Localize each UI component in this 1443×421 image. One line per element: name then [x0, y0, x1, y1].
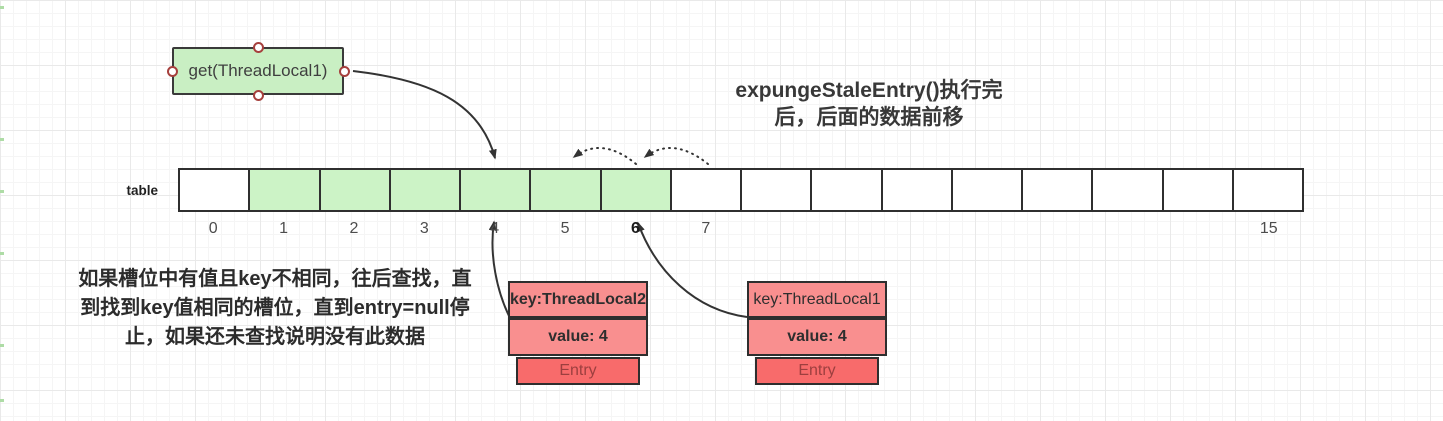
slot-index-label-12 [1023, 218, 1093, 240]
canvas-edge-tick-2 [0, 190, 4, 193]
table-slot-9[interactable] [812, 170, 883, 210]
slot-index-label-5: 5 [560, 220, 570, 237]
table-slot-2[interactable] [320, 170, 391, 210]
entry2-type-cell[interactable]: Entry [755, 357, 879, 385]
entry1-value-cell[interactable]: value: 4 [508, 318, 648, 356]
slot-index-label-3: 3 [419, 220, 429, 237]
arrow-entry2-to-slot6 [637, 221, 748, 318]
canvas-edge-tick-4 [0, 344, 4, 347]
hash-table [178, 168, 1304, 212]
connection-handle-top[interactable] [252, 41, 264, 53]
table-slot-7[interactable] [671, 170, 742, 210]
slot-index-label-9 [811, 218, 881, 240]
table-slot-3[interactable] [390, 170, 461, 210]
arrow-entry1-to-slot4 [488, 220, 511, 319]
get-threadlocal-label: get(ThreadLocal1) [188, 61, 328, 80]
table-slot-5[interactable] [531, 170, 602, 210]
table-slot-12[interactable] [1023, 170, 1094, 210]
arrow-shift-slot6-to-slot5 [572, 147, 637, 165]
note-line2: 到找到key值相同的槽位，直到entry=null停 [80, 297, 470, 319]
table-slot-13[interactable] [1093, 170, 1164, 210]
slot-index-label-4: 4 [490, 220, 500, 237]
get-threadlocal-node[interactable]: get(ThreadLocal1) [172, 47, 344, 95]
note-line1: 如果槽位中有值且key不相同，往后查找，直 [78, 268, 472, 290]
table-slot-1[interactable] [250, 170, 321, 210]
entry2-value-cell[interactable]: value: 4 [747, 318, 887, 356]
canvas-edge-tick-3 [0, 252, 4, 255]
slot-index-label-1: 1 [279, 220, 289, 237]
entry1-key-label: key:ThreadLocal2 [509, 290, 647, 308]
slot-index-label-6: 6 [630, 220, 640, 237]
table-slot-14[interactable] [1163, 170, 1234, 210]
slot-index-label-10 [882, 218, 952, 240]
entry1-type-label: Entry [559, 362, 597, 379]
diagram-title: expungeStaleEntry()执行完 后，后面的数据前移 [669, 77, 1069, 131]
entry2-key-label: key:ThreadLocal1 [753, 290, 881, 308]
connection-handle-left[interactable] [166, 65, 178, 77]
canvas-edge-tick-1 [0, 138, 4, 141]
slot-index-label-13 [1093, 218, 1163, 240]
note-line3: 止，如果还未查找说明没有此数据 [125, 326, 425, 348]
table-slot-0[interactable] [180, 170, 251, 210]
canvas-edge-tick-5 [0, 399, 4, 402]
table-slot-4[interactable] [461, 170, 532, 210]
table-slot-10[interactable] [882, 170, 953, 210]
diagram-title-line1: expungeStaleEntry()执行完 [735, 79, 1003, 102]
entry2-type-label: Entry [798, 362, 836, 379]
entry1-type-cell[interactable]: Entry [516, 357, 640, 385]
slot-index-label-14 [1163, 218, 1233, 240]
index-row: 0 1 2 3 4 5 6 7 15 [178, 218, 1304, 240]
slot-index-label-11 [952, 218, 1022, 240]
slot-index-label-15: 15 [1259, 220, 1278, 237]
connection-handle-bottom[interactable] [252, 89, 264, 101]
canvas-edge-tick-0 [0, 6, 4, 9]
slot-index-label-7: 7 [701, 220, 711, 237]
entry2-value-label: value: 4 [787, 328, 847, 345]
diagram-title-line2: 后，后面的数据前移 [774, 106, 964, 129]
connection-handle-right[interactable] [338, 65, 350, 77]
entry1-value-label: value: 4 [548, 328, 608, 345]
entry1-key-cell[interactable]: key:ThreadLocal2 [508, 281, 648, 318]
entry2-key-cell[interactable]: key:ThreadLocal1 [747, 281, 887, 318]
slot-index-label-2: 2 [349, 220, 359, 237]
note-text: 如果槽位中有值且key不相同，往后查找，直 到找到key值相同的槽位，直到ent… [40, 265, 510, 352]
table-slot-8[interactable] [742, 170, 813, 210]
arrow-get-to-slot4 [352, 70, 497, 160]
table-label: table [126, 183, 158, 198]
slot-index-label-0: 0 [208, 220, 218, 237]
table-slot-15[interactable] [1233, 170, 1302, 210]
table-slot-11[interactable] [952, 170, 1023, 210]
arrow-shift-slot7-to-slot6 [643, 147, 709, 165]
table-slot-6[interactable] [601, 170, 672, 210]
slot-index-label-8 [741, 218, 811, 240]
